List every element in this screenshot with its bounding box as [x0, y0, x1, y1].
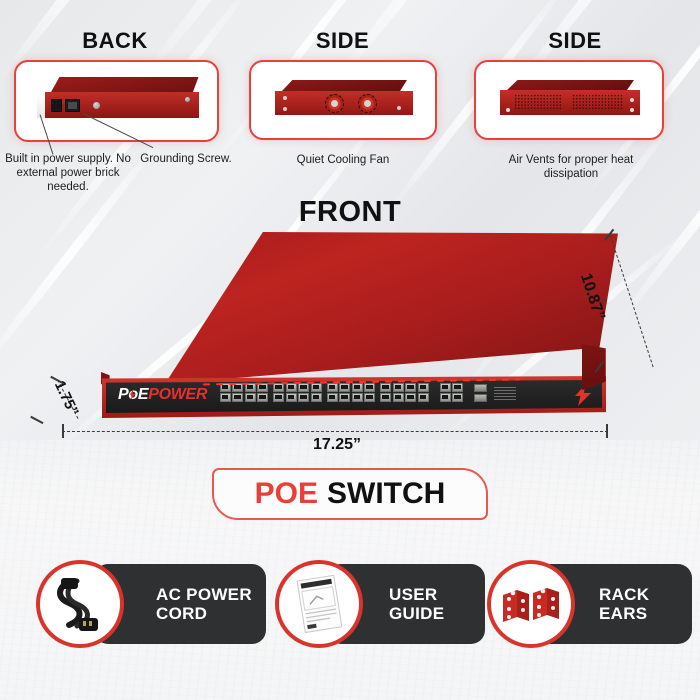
- accessory-body: AC POWER CORD: [94, 564, 266, 644]
- back-view-card: [14, 60, 219, 142]
- port-group: [379, 383, 431, 403]
- accessory-label: AC POWER CORD: [156, 584, 252, 623]
- accessory-label: RACK EARS: [599, 584, 650, 623]
- air-vent-icon: [514, 94, 562, 111]
- caption-cooling-fan: Quiet Cooling Fan: [296, 154, 390, 166]
- grounding-screw-icon: [92, 102, 100, 109]
- accessory-ac-power-cord: AC POWER CORD: [36, 560, 266, 648]
- accessory-label: USER GUIDE: [389, 584, 445, 623]
- caption-grounding-screw: Grounding Screw.: [140, 153, 232, 165]
- sfp-port-group: [473, 383, 487, 402]
- accessory-user-guide: USER GUIDE: [275, 560, 485, 648]
- accessory-image-circle: [36, 560, 124, 648]
- device-top-surface: [164, 232, 618, 384]
- document-icon: [296, 574, 343, 634]
- accessory-rack-ears: RACK EARS: [487, 560, 692, 648]
- logo-p: P: [118, 386, 129, 403]
- logo-power: POWER: [148, 386, 208, 403]
- accessory-image-circle: [487, 560, 575, 648]
- rack-bracket-icon: [503, 588, 559, 622]
- heading-back: BACK: [82, 28, 148, 53]
- status-label-block: [493, 385, 516, 400]
- caption-power-supply: Built in power supply. No external power…: [5, 153, 131, 194]
- banner-word-poe: POE: [254, 477, 319, 510]
- back-view-inner: [21, 67, 212, 135]
- logo-e: E: [137, 386, 149, 403]
- port-group: [272, 383, 324, 403]
- accessory-image-circle: [275, 560, 363, 648]
- device-faceplate: PoEPOWER: [106, 380, 602, 413]
- poe-switch-device: PoEPOWER: [88, 232, 618, 432]
- side-fan-view-card: [249, 60, 437, 140]
- brand-logo: PoEPOWER: [118, 386, 214, 404]
- rj45-port-bank: [218, 383, 516, 403]
- power-cord-icon: [57, 578, 98, 631]
- device-side-fan-illustration: [263, 78, 423, 122]
- power-switch-icon: [50, 99, 62, 112]
- caption-air-vents: Air Vents for proper heat dissipation: [508, 154, 634, 181]
- side-vent-view-inner: [481, 67, 657, 133]
- lightning-bolt-badge-icon: [575, 385, 591, 406]
- side-vent-view-card: [474, 60, 664, 140]
- device-right-side: [582, 344, 606, 391]
- side-fan-view-inner: [256, 67, 430, 133]
- air-vent-icon-2: [572, 94, 624, 111]
- device-side-vent-illustration: [488, 78, 650, 122]
- port-group: [325, 383, 377, 403]
- lightning-bolt-icon: [129, 389, 136, 400]
- heading-side-fan: SIDE: [315, 28, 370, 53]
- heading-front: FRONT: [298, 196, 402, 228]
- poe-switch-banner: POE SWITCH: [212, 468, 488, 520]
- port-group: [438, 383, 465, 403]
- port-group: [218, 383, 270, 403]
- dimension-width: 17.25”: [313, 436, 362, 453]
- banner-word-switch: SWITCH: [327, 477, 446, 510]
- dimension-line-width: [62, 431, 608, 432]
- device-back-illustration: [27, 75, 207, 127]
- heading-side-vent: SIDE: [548, 28, 602, 53]
